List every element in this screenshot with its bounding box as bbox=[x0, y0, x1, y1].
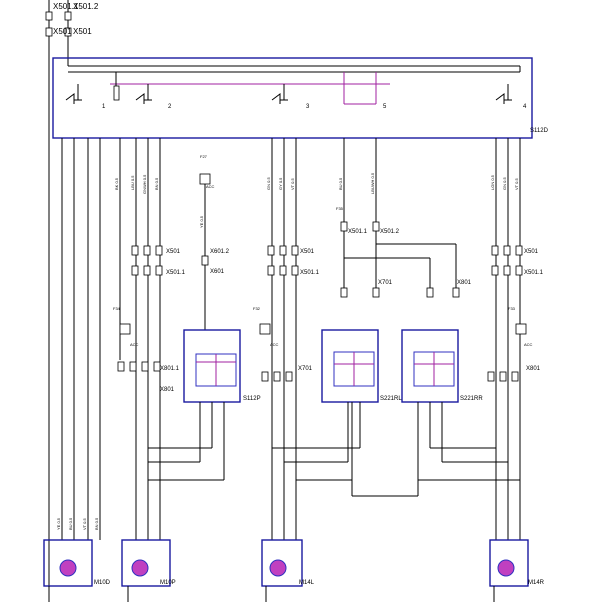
fuse-f33: F33 ACC bbox=[508, 306, 533, 347]
contact-3: 3 bbox=[271, 84, 310, 110]
svg-text:4: 4 bbox=[523, 104, 527, 110]
svg-text:BU 0.5: BU 0.5 bbox=[68, 517, 73, 530]
wire-bundle-col4: BU 0.5 LBUWH 0.5 X501.1 X501.2 X701 X801 bbox=[338, 138, 472, 298]
svg-text:LBU 0.5: LBU 0.5 bbox=[130, 175, 135, 190]
conn-x601: X601 bbox=[210, 269, 225, 275]
svg-text:BK 0.5: BK 0.5 bbox=[114, 177, 119, 190]
conn-x801-1: X801.1 bbox=[160, 366, 180, 372]
svg-text:GN 0.5: GN 0.5 bbox=[502, 177, 507, 190]
motor-m14l-label: M14L bbox=[299, 580, 315, 586]
contact-1: 1 bbox=[65, 84, 106, 110]
svg-text:ACC: ACC bbox=[206, 184, 215, 189]
conn-x501-col3: X501 bbox=[300, 249, 315, 255]
conn-x501-2-col4: X501.2 bbox=[380, 229, 400, 235]
wire-bundle-col3: GN 0.5 GY 0.5 VT 0.5 X501 X501.1 bbox=[266, 138, 320, 540]
motor-m10p: M10P bbox=[121, 539, 176, 587]
wire-bundle-col1: YE 0.5 BU 0.5 VT 0.5 BN 0.5 BK 0.5 bbox=[56, 138, 121, 540]
svg-text:ACC: ACC bbox=[270, 342, 279, 347]
svg-text:5: 5 bbox=[383, 104, 387, 110]
conn-x501-1-col2: X501.1 bbox=[166, 270, 186, 276]
conn-x801-col4: X801 bbox=[457, 280, 472, 286]
conn-x501-1-top: X501.1 bbox=[53, 2, 79, 11]
wire-bundle-col5: LGN 0.5 GN 0.5 VT 0.5 X501 X501.1 bbox=[490, 138, 544, 540]
conn-x701-low: X701 bbox=[298, 366, 313, 372]
svg-text:F27: F27 bbox=[200, 154, 208, 159]
fuse-f34: F34 ACC bbox=[113, 306, 139, 347]
conn-x801-left: X801 bbox=[160, 387, 175, 393]
svg-text:2: 2 bbox=[168, 104, 172, 110]
svg-text:YE 0.5: YE 0.5 bbox=[199, 215, 204, 228]
svg-text:ACC: ACC bbox=[130, 342, 139, 347]
svg-text:GN 0.5: GN 0.5 bbox=[266, 177, 271, 190]
switch-s221rr: S221RR bbox=[401, 329, 483, 403]
svg-text:F32: F32 bbox=[253, 306, 261, 311]
fuse-f35: F35 bbox=[336, 206, 344, 211]
svg-text:GNWH 0.5: GNWH 0.5 bbox=[142, 174, 147, 194]
conn-x801-right: X801 bbox=[526, 366, 541, 372]
switch-s221rl-label: S221RL bbox=[380, 396, 402, 402]
svg-text:VT 0.5: VT 0.5 bbox=[82, 518, 87, 530]
lower-cross-wiring bbox=[148, 402, 520, 497]
motor-m14r: M14R bbox=[489, 539, 545, 587]
wire-bundle-col2: LBU 0.5 GNWH 0.5 BN 0.5 X501 X501.1 bbox=[130, 138, 186, 540]
svg-text:3: 3 bbox=[306, 104, 310, 110]
switch-s221rl: S221RL bbox=[321, 329, 402, 403]
svg-text:YE 0.5: YE 0.5 bbox=[56, 517, 61, 530]
conn-x501-1-col4: X501.1 bbox=[348, 229, 368, 235]
motor-m14l: M14L bbox=[261, 539, 315, 587]
svg-text:1: 1 bbox=[102, 104, 106, 110]
contact-4: 4 bbox=[495, 84, 527, 110]
switch-s221rr-label: S221RR bbox=[460, 396, 483, 402]
conn-x501-1-col3: X501.1 bbox=[300, 270, 320, 276]
conn-x501-a: X501 bbox=[53, 27, 72, 36]
svg-text:BU 0.5: BU 0.5 bbox=[338, 177, 343, 190]
motor-m10p-label: M10P bbox=[160, 580, 176, 586]
conn-x501-col2: X501 bbox=[166, 249, 181, 255]
switch-s112p: S112P bbox=[183, 329, 261, 480]
conn-x501-b: X501 bbox=[73, 27, 92, 36]
fuse-f27: F27 ACC YE 0.5 X601.2 X601 bbox=[199, 154, 230, 330]
svg-text:ACC: ACC bbox=[524, 342, 533, 347]
contact-2: 2 bbox=[135, 84, 172, 110]
contact-5: 5 bbox=[343, 72, 387, 110]
svg-text:VT 0.5: VT 0.5 bbox=[514, 178, 519, 190]
conn-x701-col4: X701 bbox=[378, 280, 393, 286]
switch-panel-s112d: S112D 1 2 3 5 4 bbox=[52, 57, 549, 139]
motor-m14r-label: M14R bbox=[528, 580, 545, 586]
svg-text:GY 0.5: GY 0.5 bbox=[278, 177, 283, 190]
motor-m10d-label: M10D bbox=[94, 580, 111, 586]
svg-text:F33: F33 bbox=[508, 306, 516, 311]
svg-text:F35: F35 bbox=[336, 206, 344, 211]
svg-text:LGN 0.5: LGN 0.5 bbox=[490, 174, 495, 190]
conn-x501-2-top: X501.2 bbox=[73, 2, 99, 11]
fuse-f32: F32 ACC bbox=[253, 306, 279, 347]
svg-text:F34: F34 bbox=[113, 306, 121, 311]
conn-x501-1-col5: X501.1 bbox=[524, 270, 544, 276]
motor-m10d: M10D bbox=[43, 539, 111, 587]
top-connectors: X501.1 X501.2 X501 X501 bbox=[45, 0, 99, 602]
svg-text:BN 0.5: BN 0.5 bbox=[154, 177, 159, 190]
lower-connectors: X801.1 X801 X701 X801 bbox=[117, 361, 541, 393]
switch-s112p-label: S112P bbox=[243, 396, 261, 402]
conn-x601-2: X601.2 bbox=[210, 249, 230, 255]
svg-text:VT 0.5: VT 0.5 bbox=[290, 178, 295, 190]
svg-text:BN 0.5: BN 0.5 bbox=[94, 517, 99, 530]
switch-panel-label: S112D bbox=[530, 128, 549, 134]
conn-x501-col5: X501 bbox=[524, 249, 539, 255]
svg-text:LBUWH 0.5: LBUWH 0.5 bbox=[370, 172, 375, 194]
